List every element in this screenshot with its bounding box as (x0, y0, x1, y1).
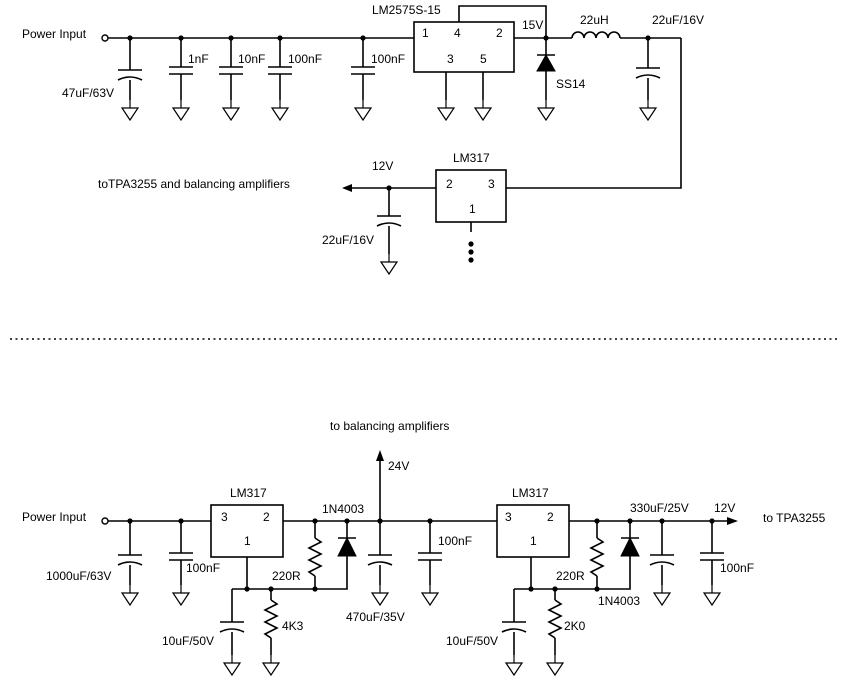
ldo-out-voltage: 12V (372, 159, 393, 173)
cap-100nf-a-label: 100nF (288, 52, 322, 66)
ldo1-pin-2: 2 (263, 510, 270, 524)
cap-bulk2-label: 1000uF/63V (46, 569, 111, 583)
cap-out-label: 22uF/16V (652, 13, 704, 27)
inductor-label: 22uH (580, 13, 609, 27)
v12-label: 12V (714, 501, 735, 515)
cap-100nf-out-label: 100nF (720, 561, 754, 575)
buck-pin-4: 4 (454, 26, 461, 40)
power-input-terminal-2 (101, 517, 109, 525)
cap-10nf-label: 10nF (238, 52, 265, 66)
buck-pin-3: 3 (447, 52, 454, 66)
res-adj2-label: 2K0 (564, 619, 586, 633)
buck-regulator-name: LM2575S-15 (372, 3, 441, 17)
v12-dest-label: to TPA3255 (763, 511, 826, 525)
ldo1-pin-1: 1 (244, 534, 251, 548)
buck-pin-2: 2 (496, 26, 503, 40)
v24-label: 24V (388, 459, 409, 473)
diode-ss14-label: SS14 (556, 77, 586, 91)
ldo-regulator-ic (435, 169, 507, 223)
ldo2-ic (496, 504, 570, 558)
cap-470-label: 470uF/35V (346, 610, 405, 624)
ldo-out-label: toTPA3255 and balancing amplifiers (98, 177, 290, 191)
cap-adj2-label: 10uF/50V (446, 634, 498, 648)
power-input-label: Power Input (22, 27, 87, 41)
ldo2-pin-1: 1 (530, 534, 537, 548)
ldo1-ic (210, 504, 284, 558)
res2-label: 220R (556, 569, 585, 583)
ldo2-pin-3: 3 (505, 510, 512, 524)
cap-adj1-label: 10uF/50V (162, 634, 214, 648)
cap-1nf-label: 1nF (188, 52, 209, 66)
ldo2-name: LM317 (512, 486, 549, 500)
res1-label: 220R (272, 569, 301, 583)
diode2-label: 1N4003 (598, 594, 640, 608)
cap-bulk-label: 47uF/63V (62, 86, 114, 100)
ldo1-name: LM317 (230, 486, 267, 500)
v24-dest-label: to balancing amplifiers (330, 419, 449, 433)
diode1-label: 1N4003 (322, 502, 364, 516)
buck-pin-5: 5 (480, 52, 487, 66)
power-input-terminal (101, 34, 109, 42)
cap-ldo-label: 22uF/16V (322, 233, 374, 247)
cap-330-label: 330uF/25V (630, 501, 689, 515)
cap-100nf-b-label: 100nF (371, 52, 405, 66)
ldo2-pin-2: 2 (547, 510, 554, 524)
buck-pin-1: 1 (422, 26, 429, 40)
ldo-pin-3: 3 (488, 177, 495, 191)
inductor-symbol (571, 31, 621, 39)
ldo1-pin-3: 3 (221, 510, 228, 524)
buck-regulator-section: Power Input 47uF/63V 1nF 10nF 100nF (22, 3, 704, 275)
linear-regulator-section: Power Input 1000uF/63V 100nF LM317 3 2 1 (22, 419, 826, 676)
res-adj1-label: 4K3 (282, 619, 304, 633)
ldo-pin-1: 1 (469, 202, 476, 216)
buck-regulator-ic (413, 21, 515, 73)
ldo-pin-2: 2 (446, 177, 453, 191)
buck-vout-label: 15V (522, 18, 543, 32)
cap-100nf-mid-label: 100nF (438, 534, 472, 548)
ldo-name: LM317 (453, 151, 490, 165)
power-input-label-2: Power Input (22, 510, 87, 524)
cap-100nf-in-label: 100nF (186, 561, 220, 575)
